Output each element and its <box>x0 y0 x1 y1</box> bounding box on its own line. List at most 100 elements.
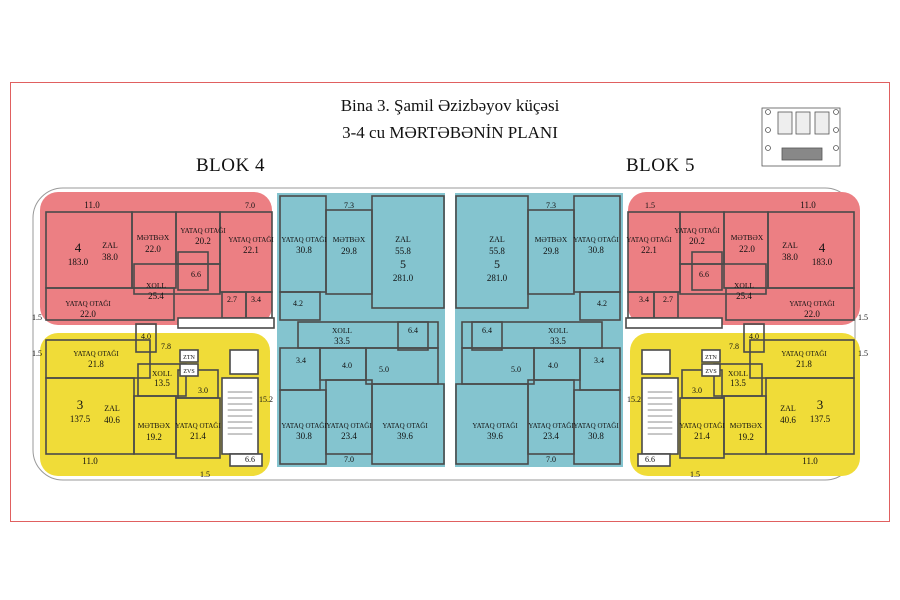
left-apt3-yataq2-label: YATAQ OTAĞI <box>175 422 221 430</box>
left-apt4-metbex-label: MƏTBƏX <box>137 233 170 242</box>
left-apt5-wc1 <box>279 291 321 321</box>
left-zvs-shaft <box>179 363 199 377</box>
right-apt4-wc2-area: 3.4 <box>639 295 649 304</box>
right-ztn-shaft <box>701 349 721 363</box>
right-apt4-number: 4 <box>819 240 826 255</box>
right-apt5-yataq4-label: YATAQ OTAĞI <box>472 422 518 430</box>
left-apt3-zal-area: 40.6 <box>104 415 120 425</box>
right-apt4-metbex-area: 22.0 <box>739 244 755 254</box>
right-apt4-yataq3-label: YATAQ OTAĞI <box>789 300 835 308</box>
right-apt5-wc1 <box>579 291 621 321</box>
right-apt5-zal-room <box>455 195 529 309</box>
left-edge-dim-2: 1.5 <box>32 349 42 358</box>
plan-frame <box>10 82 890 522</box>
left-apt4-yataq2-area: 22.1 <box>243 245 259 255</box>
floor-plan-title: 3-4 cu MƏRTƏBƏNİN PLANI <box>342 123 558 142</box>
right-tech-strip <box>625 317 723 329</box>
left-apt4-zal-label: ZAL <box>102 241 118 250</box>
right-apt3-number: 3 <box>817 397 824 412</box>
right-apt4-xoll-label: XOLL <box>734 281 754 290</box>
left-apt3-metbex-area: 19.2 <box>146 432 162 442</box>
right-zvs-label: ZVS <box>705 369 716 375</box>
right-apt5-wc3-area: 6.4 <box>482 326 492 335</box>
left-apt4-yataq1-label: YATAQ OTAĞI <box>180 227 226 235</box>
left-apt4-yataq3-area: 22.0 <box>80 309 96 319</box>
left-apt5-bath-area: 4.0 <box>342 361 352 370</box>
left-apt5-xoll-label: XOLL <box>332 326 352 335</box>
right-apt5-wc2-area: 3.4 <box>594 356 604 365</box>
right-apt3-yataq1-area: 21.8 <box>796 359 812 369</box>
right-apt5-yataq3-area: 23.4 <box>543 431 559 441</box>
right-apt5-total-area: 281.0 <box>487 273 508 283</box>
blok-4-label: BLOK 4 <box>196 155 265 176</box>
left-apt3-metbex-label: MƏTBƏX <box>138 421 171 430</box>
right-apt3-wc2-area: 4.0 <box>749 332 759 341</box>
right-ztn-label: ZTN <box>705 355 717 361</box>
left-apt3-wc2-area: 4.0 <box>141 332 151 341</box>
left-apt4-yataq3-room <box>45 287 175 321</box>
left-apt4-yataq1-area: 20.2 <box>195 236 211 246</box>
left-apt5-metbex-label: MƏTBƏX <box>333 235 366 244</box>
right-apt3-xoll-area: 13.5 <box>730 378 746 388</box>
blok-5-label: BLOK 5 <box>626 155 695 176</box>
right-apt5-metbex-area: 29.8 <box>543 246 559 256</box>
left-apt5-zal-room <box>371 195 445 309</box>
right-edge-dim-1: 1.5 <box>858 313 868 322</box>
left-stair-area: 15.2 <box>259 395 273 404</box>
right-apt5-bath-area: 4.0 <box>548 361 558 370</box>
left-apt4-area <box>40 192 272 325</box>
right-apt5-wc3 <box>471 321 503 351</box>
left-apt3-wc2 <box>135 323 157 353</box>
left-apt5-balcony-2: 7.0 <box>344 455 354 464</box>
left-apt5-metbex-area: 29.8 <box>341 246 357 256</box>
left-lobby <box>229 453 263 467</box>
left-edge-dim-3: 1.5 <box>200 470 210 479</box>
left-apt3-yataq1-label: YATAQ OTAĞI <box>73 350 119 358</box>
right-apt4-yataq2-label: YATAQ OTAĞI <box>626 236 672 244</box>
right-apt5-xoll-area: 33.5 <box>550 336 566 346</box>
left-apt4-xoll-area: 25.4 <box>148 291 164 301</box>
right-apt4-total-area: 183.0 <box>812 257 833 267</box>
right-apt3-yataq1-room <box>749 339 855 379</box>
left-apt5-xoll-area: 33.5 <box>334 336 350 346</box>
right-apt4-zal-label: ZAL <box>782 241 798 250</box>
right-zvs-shaft <box>701 363 721 377</box>
right-apt5-number: 5 <box>494 257 500 271</box>
left-zvs-label: ZVS <box>183 369 194 375</box>
left-apt4-yataq3-label: YATAQ OTAĞI <box>65 300 111 308</box>
right-apt3-wc2 <box>743 323 765 353</box>
left-apt3-total-area: 137.5 <box>70 414 91 424</box>
left-apt5-yataq1-area: 30.8 <box>296 245 312 255</box>
left-apt5-yataq2-label: YATAQ OTAĞI <box>281 422 327 430</box>
right-apt4-yataq1-area: 20.2 <box>689 236 705 246</box>
left-apt3-xoll-area: 13.5 <box>154 378 170 388</box>
right-lobby <box>637 453 671 467</box>
right-apt4-area <box>628 192 860 325</box>
right-apt5-balcony-2: 7.0 <box>546 455 556 464</box>
left-apt3-wc1-area: 3.0 <box>198 386 208 395</box>
left-apt4-metbex-area: 22.0 <box>145 244 161 254</box>
left-apt5-closet-area: 5.0 <box>379 365 389 374</box>
left-ztn-shaft <box>179 349 199 363</box>
right-apt5-area <box>455 193 623 467</box>
right-apt5-zal-area: 55.8 <box>489 246 505 256</box>
right-apt4-bath-area: 6.6 <box>699 270 709 279</box>
right-elevator-1 <box>641 349 671 375</box>
right-apt3-yataq2-area: 21.4 <box>694 431 710 441</box>
right-apt3-stair-area: 7.8 <box>729 342 739 351</box>
left-apt5-yataq3-label: YATAQ OTAĞI <box>326 422 372 430</box>
left-apt5-wc1-area: 4.2 <box>293 299 303 308</box>
right-apt4-yataq2-area: 22.1 <box>641 245 657 255</box>
key-plan-icon <box>761 107 841 167</box>
right-edge-dim-3: 1.5 <box>690 470 700 479</box>
right-apt4-xoll-area: 25.4 <box>736 291 752 301</box>
right-apt3-xoll-room <box>713 363 763 397</box>
right-apt4-xoll-room <box>679 263 767 295</box>
right-apt5-yataq1-area: 30.8 <box>588 245 604 255</box>
right-apt5-xoll-label: XOLL <box>548 326 568 335</box>
left-ztn-label: ZTN <box>183 355 195 361</box>
left-elevator-1 <box>229 349 259 375</box>
left-apt3-yataq2-area: 21.4 <box>190 431 206 441</box>
left-apt5-number: 5 <box>400 257 406 271</box>
